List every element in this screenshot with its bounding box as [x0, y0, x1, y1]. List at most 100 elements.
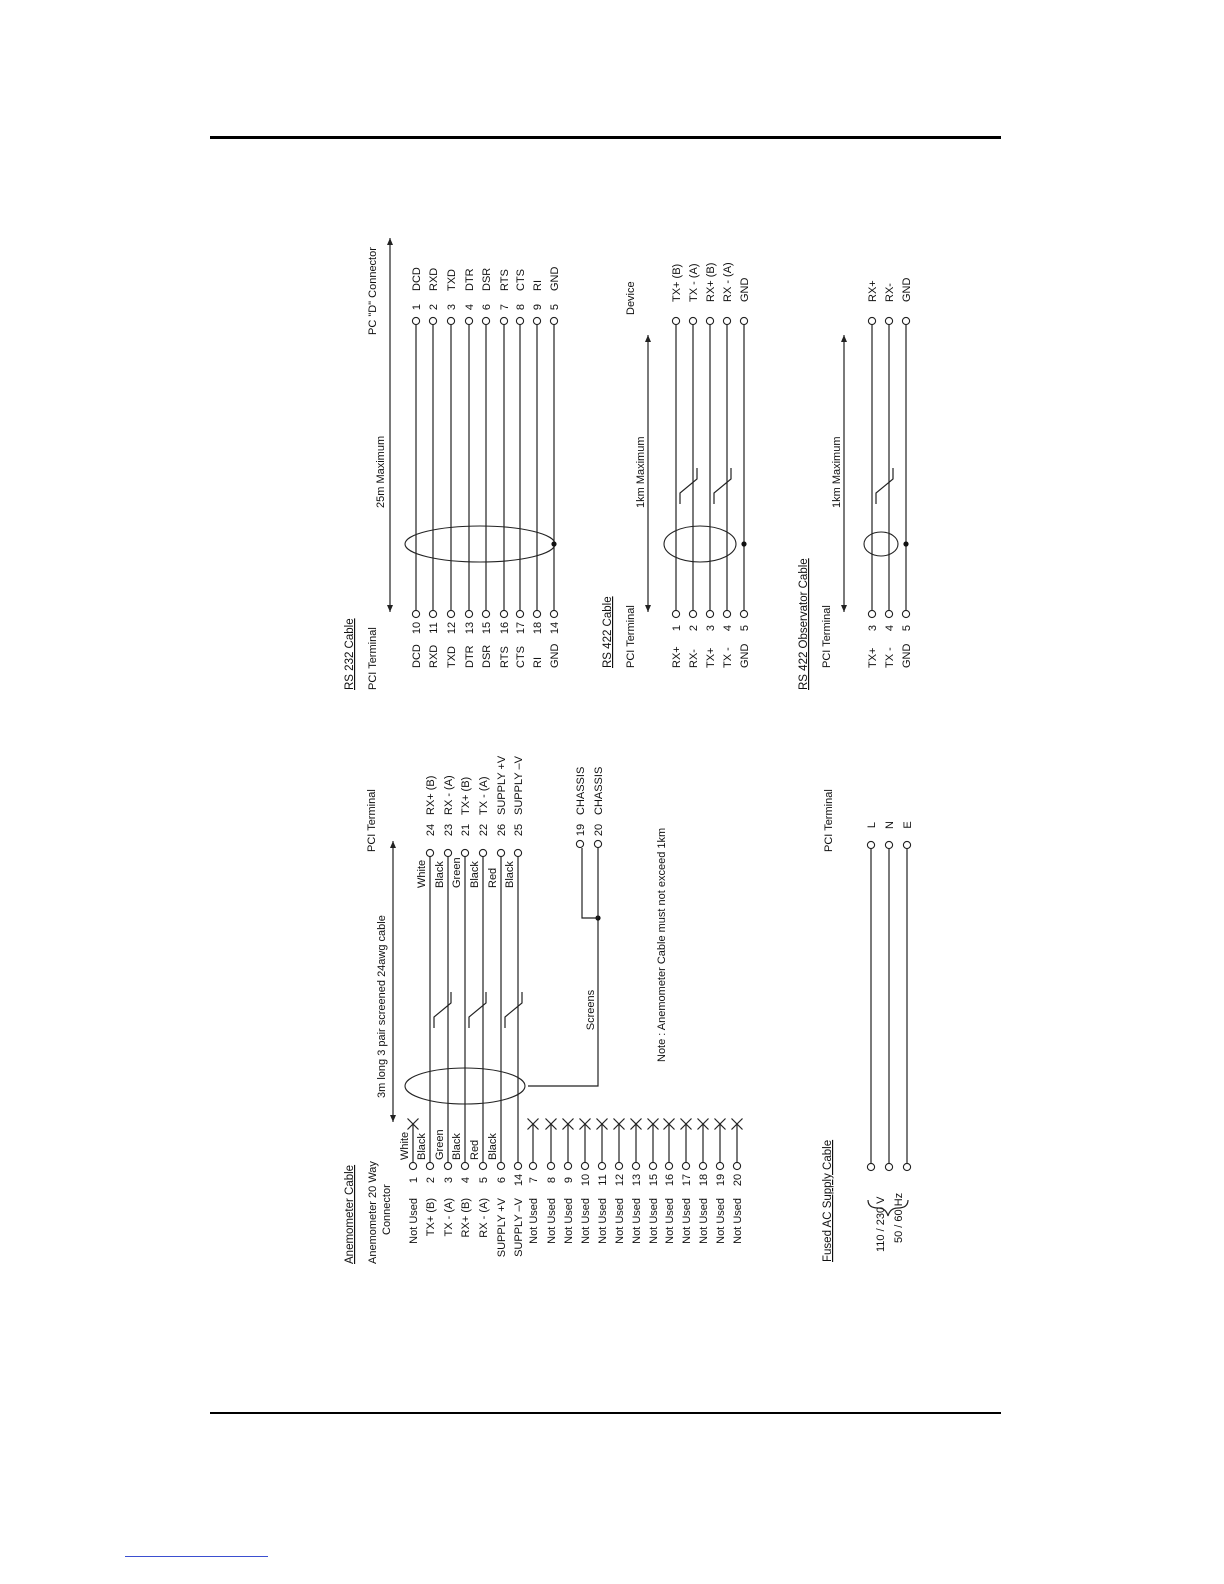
rs422obs-pci-pin	[867, 609, 877, 619]
ac-terminal-label: E	[902, 821, 914, 828]
anemometer-pin-number: 17	[681, 1174, 693, 1186]
rs232-pci-pin	[411, 609, 421, 619]
anemometer-pin	[528, 1161, 538, 1171]
pci-terminal-pin	[513, 848, 523, 858]
chassis-terminal-pin	[593, 839, 603, 849]
rs232-pc-pin	[446, 316, 456, 326]
rs422-pci-pin	[688, 609, 698, 619]
anemometer-pin-name: Not Used	[732, 1198, 744, 1244]
anemometer-pin-number: 18	[698, 1174, 710, 1186]
rs422-device-pin	[722, 316, 732, 326]
anemometer-pin	[460, 1161, 470, 1171]
rs422obs-device-signal: GND	[901, 278, 913, 303]
anemometer-pin-name: Not Used	[563, 1198, 575, 1244]
rs422-pci-pin	[739, 609, 749, 619]
anemometer-pin-number: 16	[664, 1174, 676, 1186]
rs422obs-device-pin	[867, 316, 877, 326]
twisted-pair-mark	[504, 992, 523, 1028]
rs232-pci-signal: DSR	[481, 645, 493, 668]
rs232-title: RS 232 Cable	[344, 618, 356, 690]
rs422obs-title: RS 422 Observator Cable	[798, 558, 810, 690]
rs232-pc-signal: RXD	[428, 268, 440, 291]
rs422-device-signal: TX - (A)	[688, 264, 700, 303]
pci-terminal-number: 21	[460, 824, 472, 836]
rs422-device-pin	[688, 316, 698, 326]
rs422obs-pci-number: 3	[867, 625, 879, 631]
rs232-pc-pin	[481, 316, 491, 326]
rs232-pc-pin	[532, 316, 542, 326]
rs422-screen	[663, 525, 737, 563]
rs422-pci-signal: RX+	[671, 646, 683, 668]
screen-wire	[528, 918, 599, 1087]
rs232-pci-number: 11	[428, 622, 440, 633]
anemometer-connector-label: Connector	[381, 1184, 393, 1235]
anemometer-pin	[681, 1161, 691, 1171]
rs422-pci-signal: TX -	[722, 647, 734, 668]
ac-frequency-label: 50 / 60 Hz	[893, 1193, 905, 1243]
rs422-device-signal: RX+ (B)	[705, 263, 717, 302]
ac-voltage-label: 110 / 230 V	[875, 1196, 887, 1252]
anemometer-pin	[664, 1161, 674, 1171]
rs232-length-label: 25m Maximum	[375, 436, 387, 508]
ac-supply-title: Fused AC Supply Cable	[822, 1140, 834, 1262]
rs422obs-pci-pin	[901, 609, 911, 619]
anemometer-pin-number: 19	[715, 1174, 727, 1186]
anemometer-pin-name: Not Used	[664, 1198, 676, 1244]
pci-terminal-signal: SUPPLY –V	[513, 755, 525, 815]
not-used-cross	[647, 1118, 659, 1130]
junction-dot	[903, 541, 909, 547]
anemometer-pin	[478, 1161, 488, 1171]
pci-terminal-signal: RX+ (B)	[425, 776, 437, 815]
anemometer-pin	[715, 1161, 725, 1171]
pci-terminal-signal: TX - (A)	[478, 777, 490, 816]
anemometer-pin-number: 13	[631, 1174, 643, 1186]
rs232-pci-pin	[549, 609, 559, 619]
wire-color-label: White	[416, 860, 428, 888]
anemometer-pin	[546, 1161, 556, 1171]
pci-terminal-pin	[496, 848, 506, 858]
rs232-pci-number: 16	[499, 622, 511, 634]
anemometer-pin-number: 11	[597, 1174, 609, 1185]
rs422obs-pci-pin	[884, 609, 894, 619]
rs422obs-pci-signal: GND	[901, 644, 913, 669]
rs232-pci-pin	[515, 609, 525, 619]
rs232-pc-signal: RI	[532, 280, 544, 291]
ac-pci-terminal-label: PCI Terminal	[823, 789, 835, 852]
anemometer-pin-number: 20	[732, 1174, 744, 1186]
anemometer-pin	[563, 1161, 573, 1171]
rs232-pci-signal: DTR	[464, 645, 476, 668]
chassis-terminal-number: 20	[593, 824, 605, 836]
anemometer-pin-number: 12	[614, 1174, 626, 1186]
anemometer-pin	[513, 1161, 523, 1171]
rs422obs-pci-signal: TX+	[867, 648, 879, 668]
rs422-pci-label: PCI Terminal	[625, 605, 637, 668]
rs232-pci-signal: DCD	[411, 644, 423, 668]
rs422obs-pci-number: 5	[901, 625, 913, 631]
rs422-pci-number: 2	[688, 625, 700, 631]
anemometer-pin-number: 4	[460, 1177, 472, 1183]
rs232-pci-number: 15	[481, 622, 493, 634]
anemometer-pci-terminal-label: PCI Terminal	[366, 789, 378, 852]
rs232-pci-signal: RXD	[428, 645, 440, 668]
wire-color-label: Red	[469, 1140, 481, 1160]
not-used-cross	[630, 1118, 642, 1130]
rs422obs-screen	[863, 531, 899, 557]
rs232-pc-pin	[515, 316, 525, 326]
rs232-pc-connector-label: PC "D" Connector	[367, 247, 379, 335]
rs232-pc-number: 9	[532, 304, 544, 310]
anemometer-pin-number: 14	[513, 1174, 525, 1186]
rs232-pc-number: 7	[499, 304, 511, 310]
anemometer-pin	[496, 1161, 506, 1171]
rs232-pc-signal: GND	[549, 267, 561, 292]
arrow-head	[841, 335, 847, 342]
ac-terminal-pin	[884, 840, 894, 850]
rs232-screen	[404, 525, 556, 563]
twisted-pair-mark	[433, 992, 452, 1028]
chassis-terminal-label: CHASSIS	[575, 767, 587, 815]
rs232-pc-pin	[464, 316, 474, 326]
junction-dot	[741, 541, 747, 547]
rs422obs-device-signal: RX-	[884, 283, 896, 302]
anemometer-connector-label: Anemometer 20 Way	[367, 1161, 379, 1264]
pci-terminal-pin	[425, 848, 435, 858]
arrow-head	[387, 605, 393, 612]
